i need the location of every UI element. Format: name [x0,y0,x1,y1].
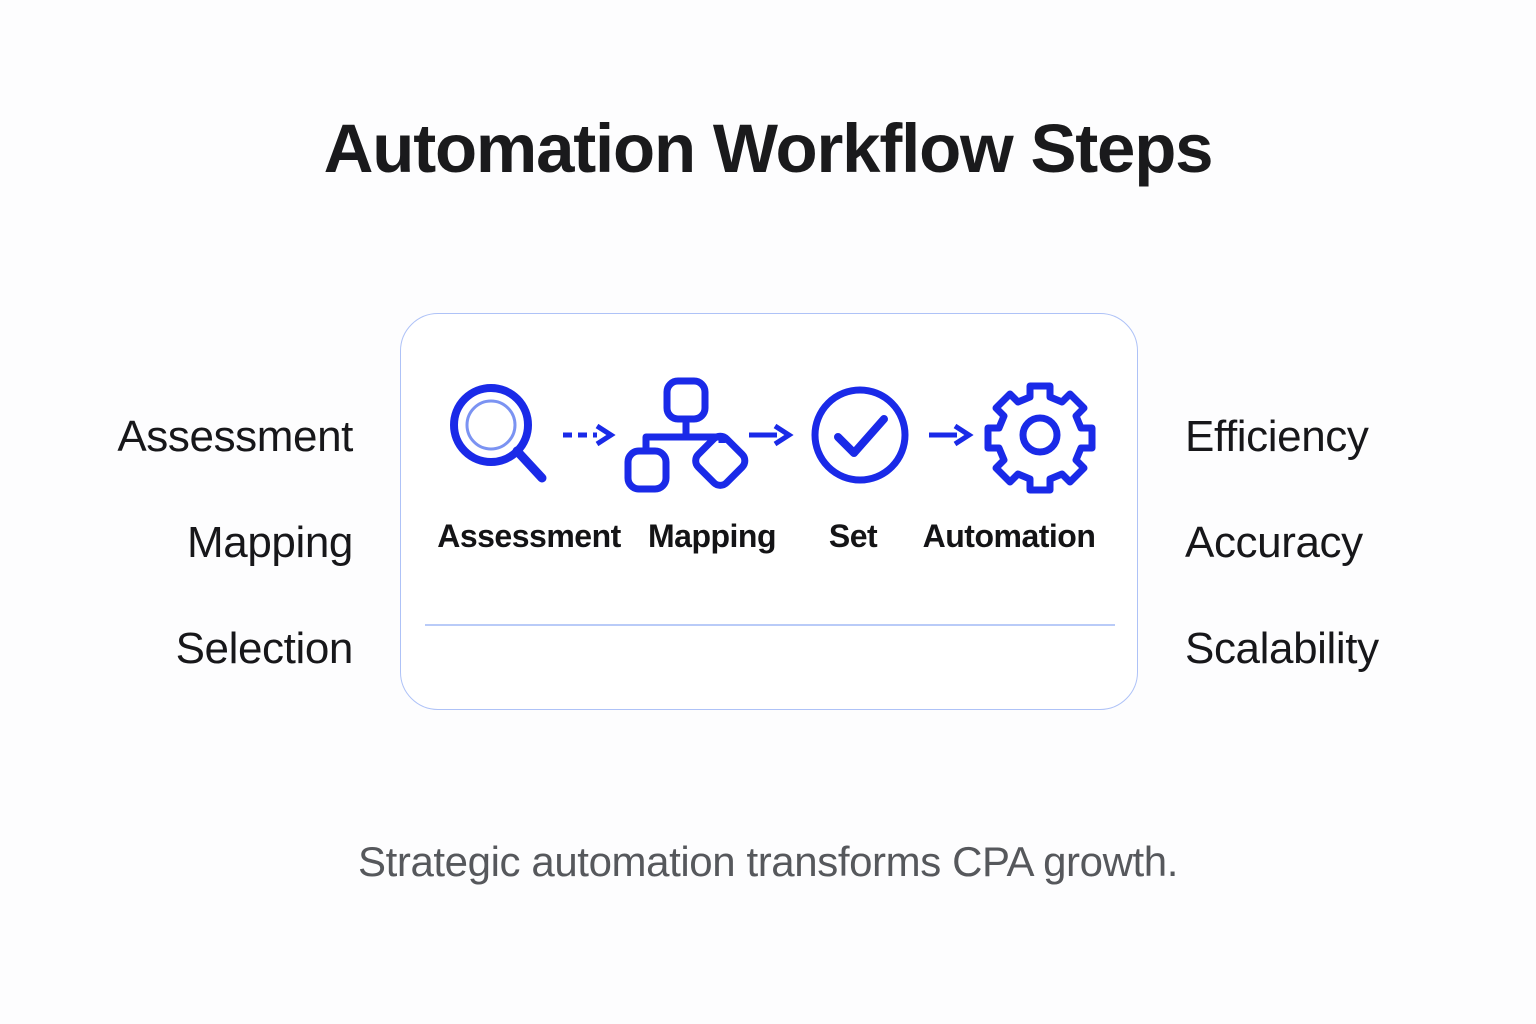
connector-solid-2 [919,415,981,455]
workflow-label-row: Assessment Mapping Set Automation [401,512,1139,560]
step-icon-assessment[interactable] [441,373,559,497]
connector-dashed-1 [559,415,621,455]
left-label-column: Assessment Mapping Selection [53,415,353,671]
right-label-accuracy: Accuracy [1185,518,1363,567]
page-title: Automation Workflow Steps [323,110,1214,187]
connector-solid-1 [739,415,801,455]
right-label-column: Efficiency Accuracy Scalability [1185,415,1485,671]
left-label-assessment: Assessment [117,412,353,461]
step-icon-set[interactable] [801,373,919,497]
left-label-mapping: Mapping [187,518,353,567]
right-label-scalability: Scalability [1185,624,1379,673]
step-label-automation: Automation [922,518,1096,554]
step-label-set: Set [828,518,878,554]
right-label-efficiency: Efficiency [1185,412,1369,461]
step-label-assessment: Assessment [437,518,621,554]
slide-caption: Strategic automation transforms CPA grow… [357,838,1179,885]
left-label-selection: Selection [175,624,354,673]
workflow-icon-row [401,370,1139,500]
step-icon-automation[interactable] [981,373,1099,497]
step-label-mapping: Mapping [647,518,777,554]
workflow-card: Assessment Mapping Set Automation [400,313,1138,710]
card-divider [425,624,1115,626]
step-icon-mapping[interactable] [621,373,749,497]
